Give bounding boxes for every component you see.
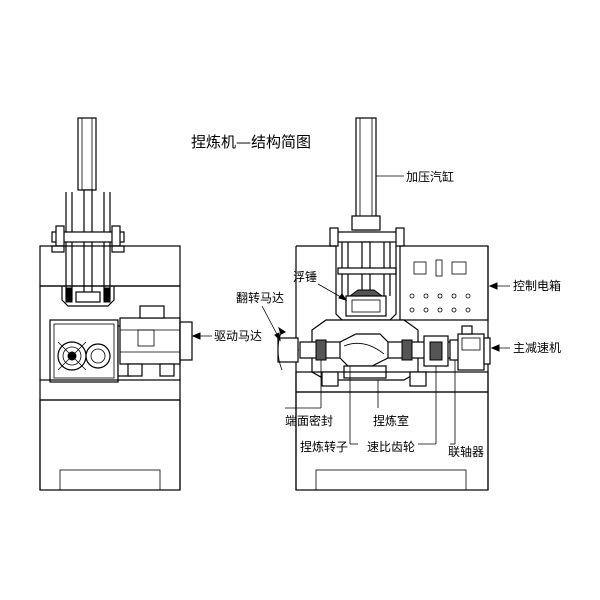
- label-control-box: 控制电箱: [513, 278, 561, 293]
- side-base-top: [39, 379, 181, 401]
- side-cylinder-top: [77, 117, 97, 191]
- side-base: [39, 399, 181, 491]
- label-end-seal: 端面密封: [285, 413, 333, 428]
- label-coupling: 联轴器: [448, 444, 484, 459]
- side-top-plate: [51, 231, 125, 243]
- front-ram: [345, 295, 387, 317]
- label-ram: 浮锤: [293, 269, 317, 284]
- front-rotor: [339, 333, 389, 367]
- label-main-reducer: 主减速机: [513, 341, 561, 355]
- label-tilt-motor: 翻转马达: [236, 290, 284, 305]
- front-cylinder: [355, 117, 377, 231]
- diagram-title: 捏炼机—结构简图: [191, 133, 311, 151]
- side-drive-motor: [119, 317, 181, 365]
- label-drive-motor: 驱动马达: [214, 329, 262, 343]
- label-cylinder: 加压汽缸: [406, 169, 454, 184]
- label-rotor: 捏炼转子: [300, 439, 348, 454]
- label-ratio-gear: 速比齿轮: [367, 440, 415, 454]
- side-view: [39, 117, 193, 491]
- control-box-buttons: [409, 293, 471, 313]
- front-view: [277, 117, 491, 491]
- front-tilt-motor: [277, 337, 299, 363]
- front-top-plate: [333, 231, 401, 243]
- label-chamber: 捏炼室: [373, 413, 409, 428]
